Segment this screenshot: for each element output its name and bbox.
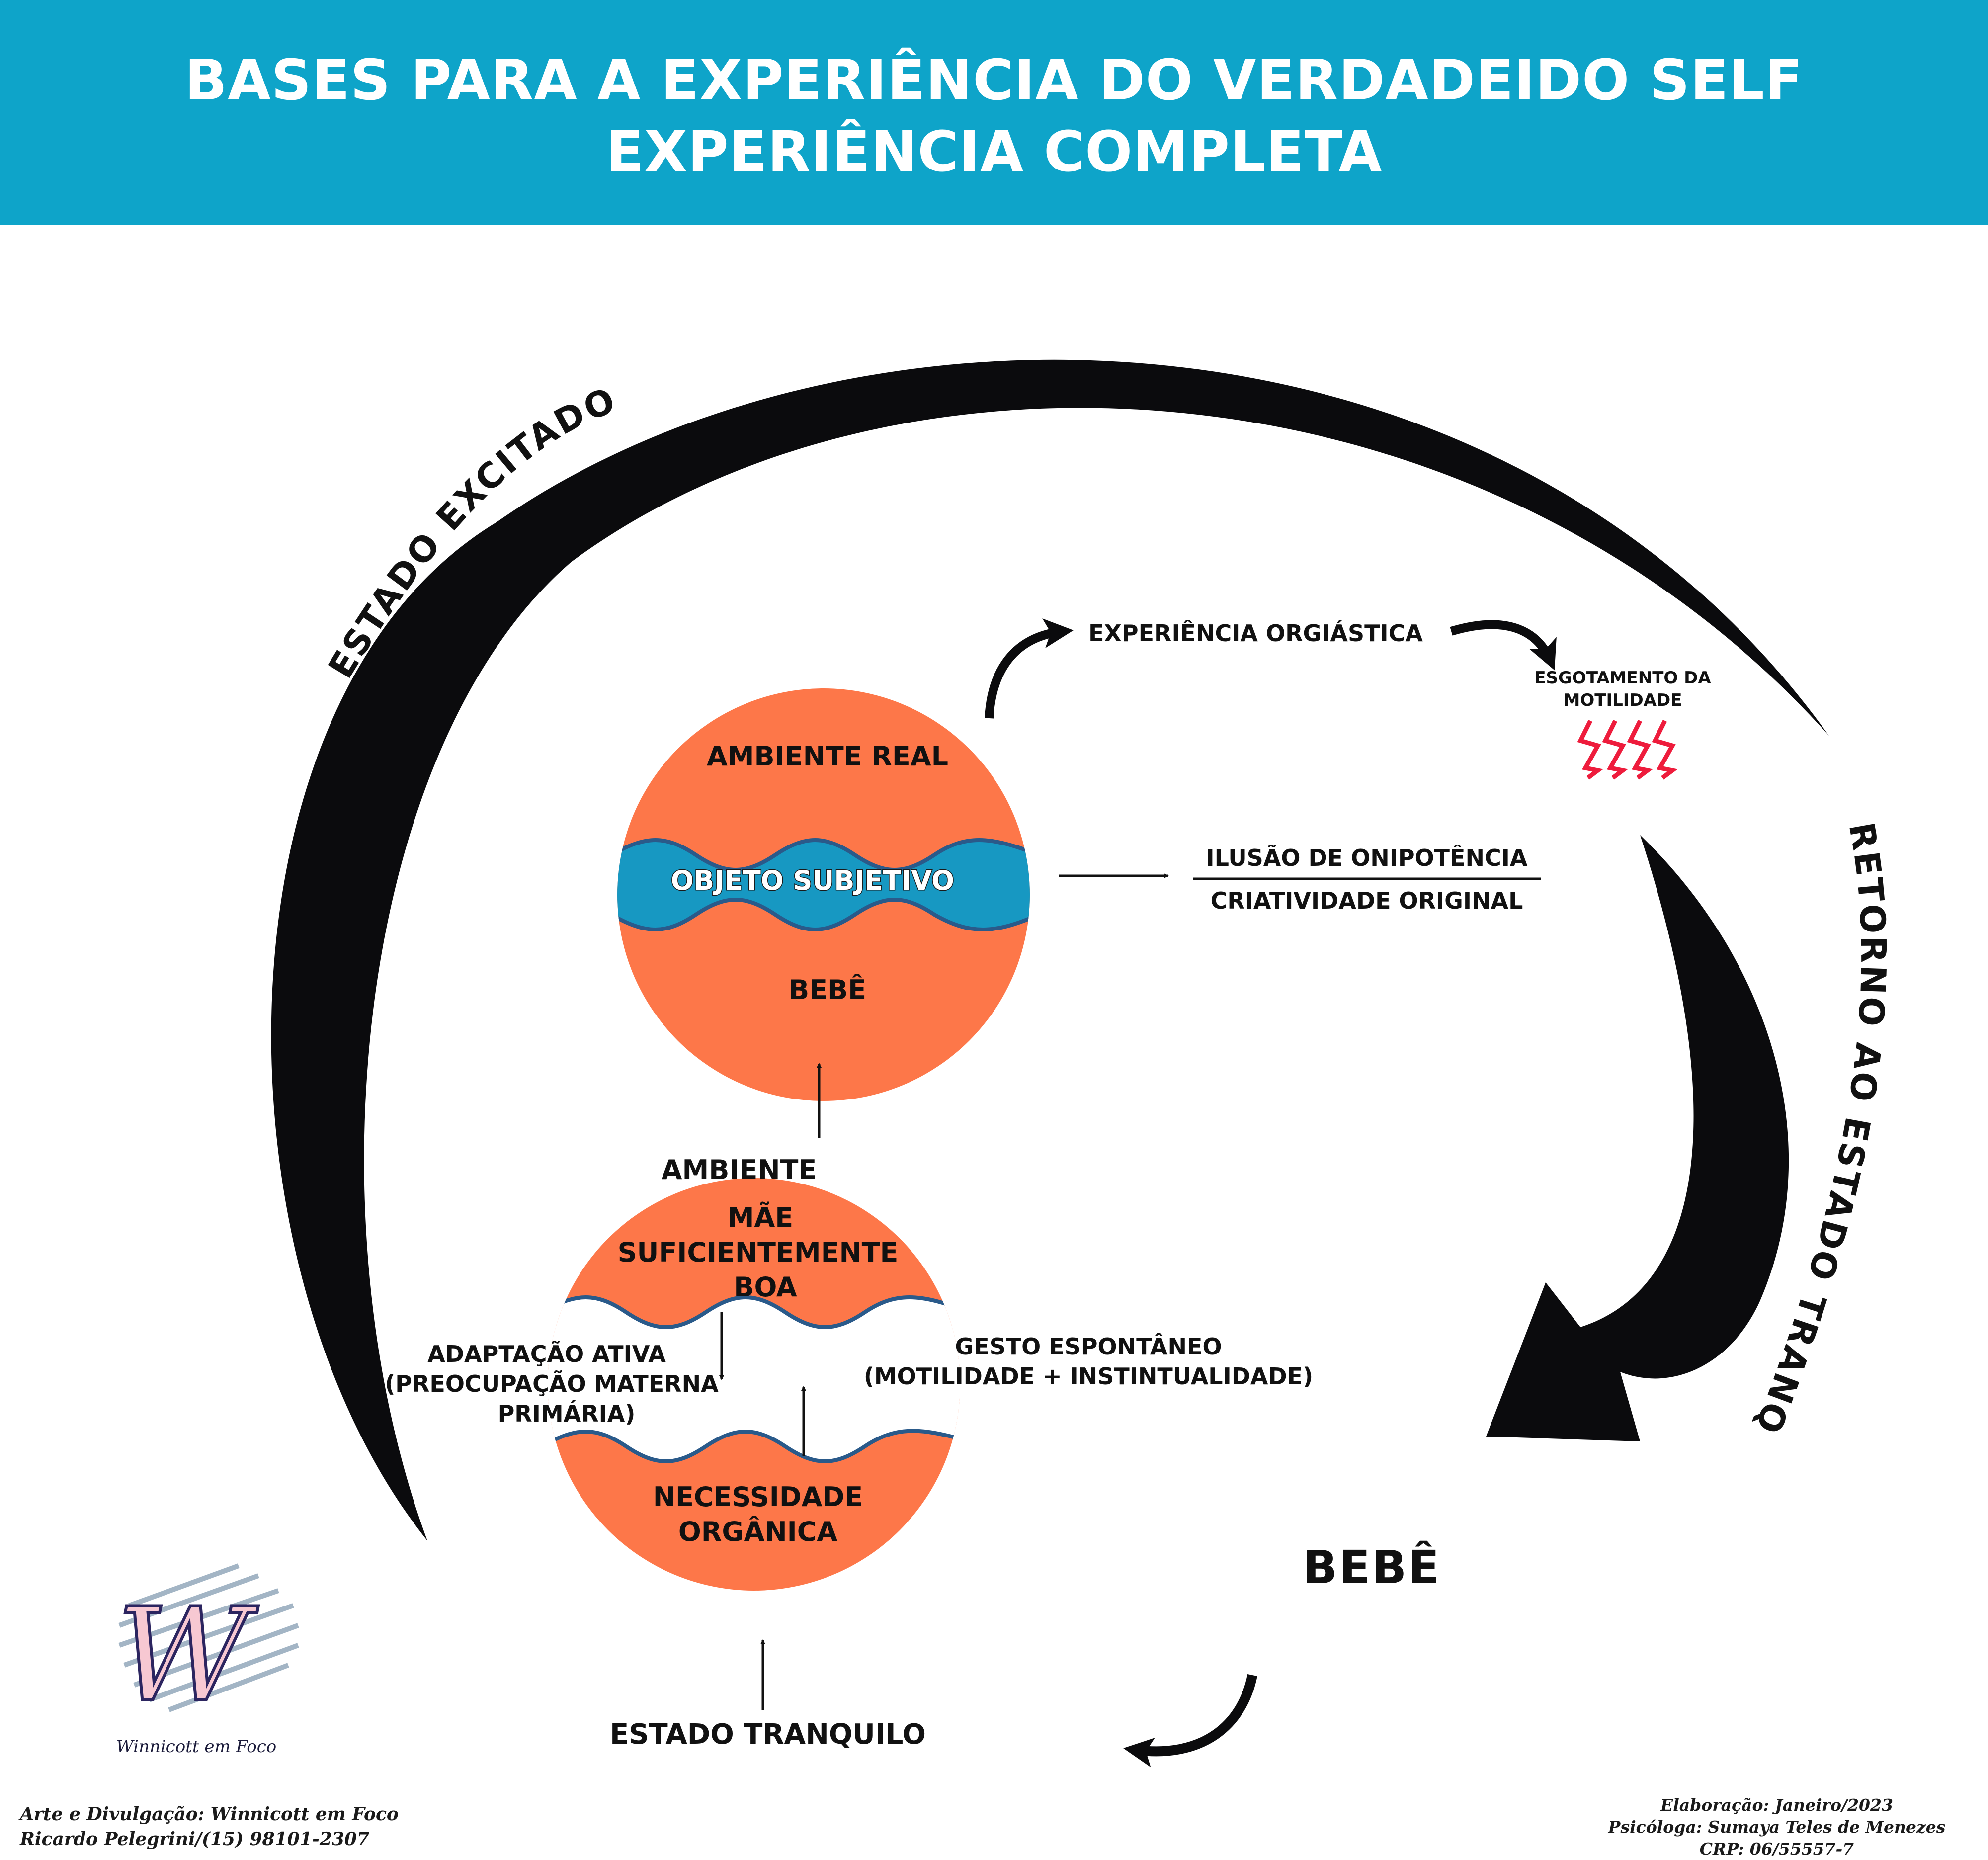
lower-bottom-1: NECESSIDADE (653, 1481, 863, 1513)
credits-right: Elaboração: Janeiro/2023 Psicóloga: Suma… (1580, 1794, 1973, 1860)
calm-state-label: ESTADO TRANQUILO (610, 1718, 926, 1751)
credits-left-line-1: Arte e Divulgação: Winnicott em Foco (20, 1804, 399, 1825)
credits-left-line-2: Ricardo Pelegrini/(15) 98101-2307 (20, 1829, 370, 1850)
lower-circle: AMBIENTE MÃE SUFICIENTEMENTE BOA NECESSI… (548, 1154, 960, 1591)
credits-right-line-1: Elaboração: Janeiro/2023 (1660, 1795, 1893, 1815)
adaptation-line-2: (PREOCUPAÇÃO MATERNA (385, 1370, 719, 1397)
lower-top-2: MÃE (728, 1202, 793, 1233)
orgiastic-label: EXPERIÊNCIA ORGIÁSTICA (1088, 620, 1423, 647)
upper-band-label: OBJETO SUBJETIVO (671, 865, 954, 896)
title-line-2: EXPERIÊNCIA COMPLETA (605, 120, 1383, 184)
adaptation-line-3: PRIMÁRIA) (498, 1400, 636, 1427)
arc-right-label: RETORNO AO ESTADO TRANQUILO (0, 0, 1892, 1440)
illusion-top: ILUSÃO DE ONIPOTÊNCIA (1206, 844, 1528, 871)
upper-circle: AMBIENTE REAL OBJETO SUBJETIVO BEBÊ (617, 688, 1030, 1101)
adaptation-line-1: ADAPTAÇÃO ATIVA (427, 1340, 666, 1367)
exhaustion-line-1: ESGOTAMENTO DA (1534, 668, 1711, 688)
lower-top-1: AMBIENTE (662, 1154, 817, 1185)
illusion-bottom: CRIATIVIDADE ORIGINAL (1211, 887, 1523, 914)
lower-top-3: SUFICIENTEMENTE (618, 1237, 899, 1268)
exhaustion-line-2: MOTILIDADE (1564, 690, 1682, 710)
logo-caption: Winnicott em Foco (116, 1737, 276, 1757)
upper-bottom-label: BEBÊ (789, 974, 866, 1006)
lower-top-4: BOA (734, 1271, 797, 1303)
baby-label: BEBÊ (1303, 1540, 1441, 1594)
lightning-icon (1577, 719, 1678, 780)
credits-left: Arte e Divulgação: Winnicott em Foco Ric… (20, 1802, 399, 1852)
logo-letter: W (117, 1581, 260, 1731)
credits-right-line-2: Psicóloga: Sumaya Teles de Menezes (1608, 1817, 1946, 1837)
orgiastic-arrow (985, 618, 1074, 719)
bottom-curved-arrow (1123, 1674, 1257, 1768)
gesture-line-1: GESTO ESPONTÂNEO (955, 1333, 1222, 1360)
upper-top-label: AMBIENTE REAL (707, 741, 948, 772)
return-arrow (1486, 835, 1789, 1441)
title-line-1: BASES PARA A EXPERIÊNCIA DO VERDADEIDO S… (184, 48, 1804, 113)
header-banner: BASES PARA A EXPERIÊNCIA DO VERDADEIDO S… (0, 0, 1988, 225)
credits-right-line-3: CRP: 06/55557-7 (1699, 1839, 1854, 1859)
exhaustion-arrow (1450, 620, 1557, 671)
gesture-line-2: (MOTILIDADE + INSTINTUALIDADE) (864, 1363, 1313, 1390)
logo: W Winnicott em Foco (115, 1563, 299, 1757)
lower-bottom-2: ORGÂNICA (678, 1516, 838, 1547)
